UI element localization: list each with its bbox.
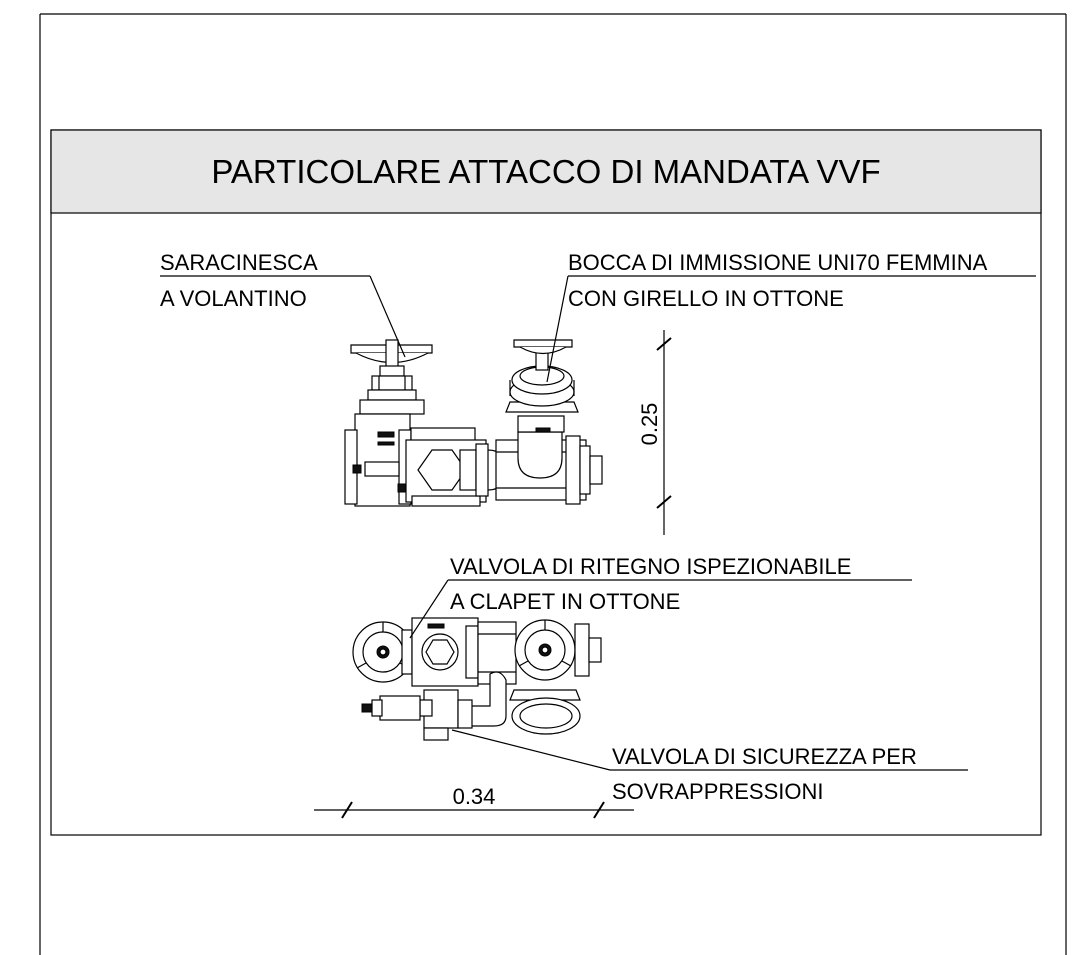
dimension-width	[314, 801, 634, 819]
label-valvola-ritegno-line2: A CLAPET IN OTTONE	[450, 589, 680, 614]
title-band	[50, 129, 1042, 214]
sheet-border	[39, 13, 1067, 955]
dimension-height	[656, 330, 672, 535]
dimension-width-label: 0.34	[453, 784, 496, 809]
leader-valvola-sicurezza	[451, 729, 968, 771]
label-valvola-ritegno-line1: VALVOLA DI RITEGNO ISPEZIONABILE	[450, 554, 851, 579]
label-saracinesca-line2: A VOLANTINO	[160, 286, 307, 311]
label-saracinesca-line1: SARACINESCA	[160, 250, 318, 275]
detail-title: PARTICOLARE ATTACCO DI MANDATA VVF	[211, 153, 880, 190]
elevation-view	[344, 339, 603, 507]
leader-saracinesca	[160, 275, 406, 358]
leader-bocca	[546, 275, 1036, 383]
label-bocca-line2: CON GIRELLO IN OTTONE	[568, 286, 844, 311]
plan-view	[352, 617, 602, 741]
label-valvola-sicurezza-line2: SOVRAPPRESSIONI	[612, 779, 824, 804]
label-valvola-sicurezza-line1: VALVOLA DI SICUREZZA PER	[612, 744, 917, 769]
leader-valvola-ritegno	[409, 579, 912, 639]
label-bocca-line1: BOCCA DI IMMISSIONE UNI70 FEMMINA	[568, 250, 988, 275]
dimension-height-label: 0.25	[637, 403, 662, 446]
